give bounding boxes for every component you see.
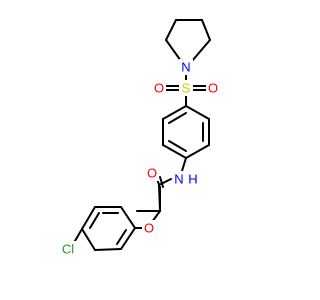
bond	[81, 206, 96, 230]
bond	[165, 19, 177, 41]
bond	[162, 144, 187, 159]
bond	[165, 39, 182, 62]
bond	[120, 206, 136, 229]
bond	[94, 248, 122, 251]
atom-o-carbonyl: O	[147, 166, 157, 181]
bond	[191, 39, 211, 62]
bond	[185, 144, 210, 159]
bond	[162, 105, 187, 120]
atom-n-amide: N	[174, 172, 183, 187]
bond	[185, 105, 210, 120]
bond	[201, 19, 211, 41]
bond	[168, 112, 187, 124]
atom-o-sulfonyl-left: O	[154, 81, 164, 96]
atom-s: S	[182, 81, 191, 96]
bond	[116, 229, 127, 245]
atom-labels: N S O O N H O O Cl	[58, 59, 220, 257]
bond	[168, 140, 187, 152]
bond	[159, 176, 164, 188]
atom-n-pyrrolidine: N	[181, 60, 190, 75]
bonds	[71, 19, 211, 251]
chemical-structure: N S O O N H O O Cl	[58, 19, 220, 257]
bond	[181, 157, 187, 172]
atom-h-amide: H	[188, 172, 197, 187]
atom-o-ether: O	[144, 221, 154, 236]
bond	[89, 212, 100, 229]
bond	[120, 227, 136, 250]
bond	[158, 178, 172, 186]
bond	[81, 228, 96, 251]
atom-cl: Cl	[62, 242, 74, 257]
atom-o-sulfonyl-right: O	[208, 81, 218, 96]
